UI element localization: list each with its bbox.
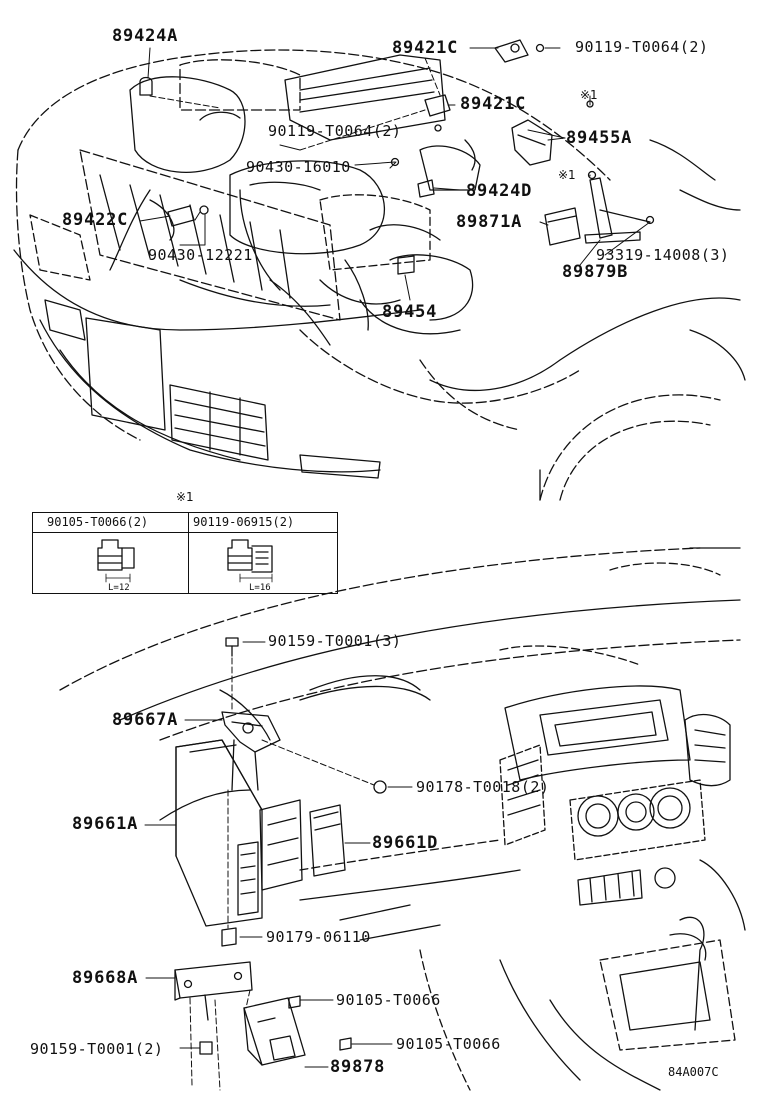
dashboard-art [59,547,746,1091]
label-89879b: 89879B [562,262,629,282]
inset-left-dim: L=12 [108,583,130,593]
inset-divider [188,513,189,593]
label-90105-a: 90105-T0066 [336,991,441,1009]
label-93319: 93319-14008(3) [596,246,730,264]
inset-right-header: 90119-06915(2) [193,515,295,529]
label-90430-16010: 90430-16010 [246,158,351,176]
label-89668a: 89668A [72,968,139,988]
reference-mark-1a: ※1 [580,88,598,102]
reference-mark-1b: ※1 [558,168,576,182]
diagram-code: 84A007C [668,1065,719,1079]
label-90179: 90179-06110 [266,928,371,946]
part-89661d [309,804,346,877]
label-89421c-mid: 89421C [460,94,527,114]
label-89667a: 89667A [112,710,179,730]
inset-right-dim: L=16 [249,583,271,593]
bracket-89667a [221,711,281,791]
label-89424a: 89424A [112,26,179,46]
label-89661a: 89661A [72,814,139,834]
clip-90179 [221,927,237,947]
label-89878: 89878 [330,1057,386,1077]
fastener-inset [32,512,338,594]
inset-header-row [33,513,337,533]
inset-reference-mark: ※1 [176,490,194,504]
label-89421c-top: 89421C [392,38,459,58]
label-90159-bottom: 90159-T0001(2) [30,1040,164,1058]
bolts-bottom [199,637,352,1055]
ecu-89661a [175,739,263,927]
label-89422c: 89422C [62,210,129,230]
label-89424d: 89424D [466,181,533,201]
inset-bolt-right [227,539,273,583]
label-89454: 89454 [382,302,438,322]
label-90430-12221: 90430-12221 [148,246,253,264]
label-90159-top: 90159-T0001(3) [268,632,402,650]
label-90119-top: 90119-T0064(2) [575,38,709,56]
engine-bay-art [13,39,746,501]
label-89661d: 89661D [372,833,439,853]
part-89661d-lines [313,811,341,831]
label-89871a: 89871A [456,212,523,232]
bracket-89668a [174,961,253,1021]
label-90178: 90178-T0018(2) [416,778,550,796]
label-90119-mid: 90119-T0064(2) [268,122,402,140]
label-89455a: 89455A [566,128,633,148]
nut-90178 [373,780,387,794]
inset-left-header: 90105-T0066(2) [47,515,149,529]
module-89878 [243,997,306,1066]
leader-lines-top [139,47,651,301]
label-90105-b: 90105-T0066 [396,1035,501,1053]
inset-bolt-left [97,539,135,583]
leader-lines-bottom [144,641,413,1091]
